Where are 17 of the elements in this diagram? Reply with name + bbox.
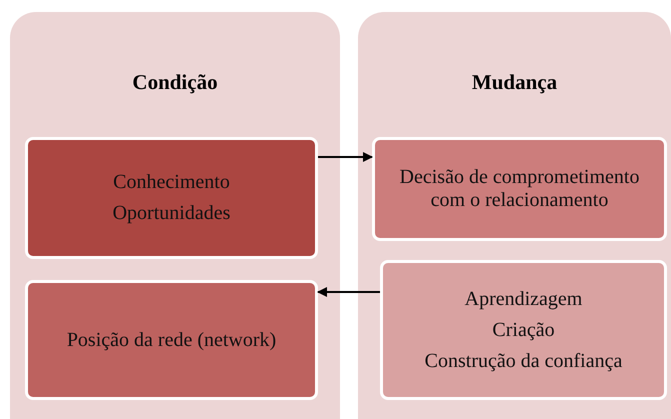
arrow — [318, 152, 373, 162]
column-heading: Mudança — [470, 70, 558, 95]
box-text: Construção da confiança — [424, 350, 622, 372]
process-box — [372, 137, 667, 241]
box-text: Posição da rede (network) — [66, 328, 276, 352]
box-text: Conhecimento — [113, 171, 230, 194]
box-text: Aprendizagem — [464, 288, 582, 310]
column-panel — [358, 12, 671, 419]
column-panel — [10, 12, 340, 419]
box-text: Oportunidades — [112, 202, 230, 225]
box-text: Criação — [492, 318, 555, 342]
process-box — [25, 137, 318, 259]
process-box — [380, 260, 667, 400]
process-box — [25, 280, 318, 400]
box-text: Decisão de comprometimento com o relacionamento — [398, 166, 640, 212]
arrow — [317, 287, 380, 297]
column-heading: Condição — [131, 70, 219, 95]
